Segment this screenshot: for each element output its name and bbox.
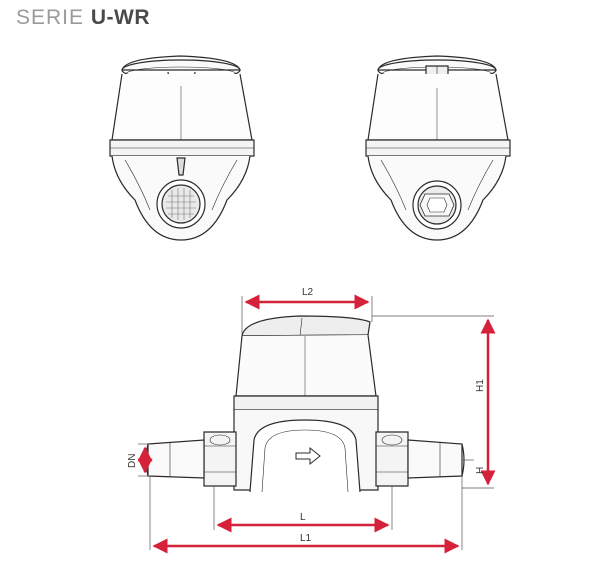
series-prefix: SERIE bbox=[16, 6, 85, 29]
dimension-arrows bbox=[137, 294, 496, 554]
dim-label-l2: L2 bbox=[302, 287, 314, 298]
dimension-lines bbox=[138, 296, 494, 550]
series-model: U-WR bbox=[90, 6, 151, 29]
front-view bbox=[109, 55, 255, 241]
page-title: SERIE U-WR bbox=[16, 6, 150, 30]
dim-label-l1: L1 bbox=[300, 533, 312, 544]
dim-label-dn: DN bbox=[127, 454, 138, 468]
dim-label-h1: H1 bbox=[475, 379, 486, 392]
rear-view bbox=[365, 55, 511, 241]
dim-label-l: L bbox=[300, 512, 306, 523]
dim-label-h: H bbox=[475, 467, 486, 474]
side-view bbox=[145, 315, 465, 493]
